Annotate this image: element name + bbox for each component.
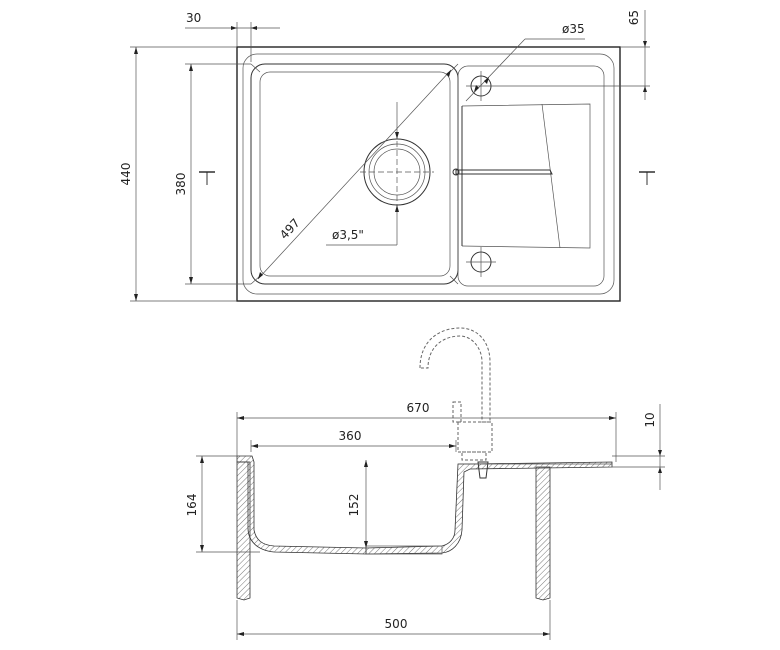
top-view: 30 ø35 65 440 380 497: [119, 10, 655, 302]
dim-overall-length: 670: [407, 401, 430, 415]
dim-overall-depth: 164: [185, 494, 199, 517]
dim-bowl-height: 380: [174, 173, 188, 196]
dim-deck-thickness: 10: [643, 412, 657, 427]
dim-top-right-offset: 65: [627, 10, 641, 25]
tap-outline: [419, 327, 493, 461]
dim-top-left-offset: 30: [186, 11, 201, 25]
dim-bowl-depth: 152: [347, 494, 361, 517]
drainboard: [452, 65, 605, 287]
dim-bowl-width: 360: [339, 429, 362, 443]
dim-drain-hole-diameter: ø35: [562, 22, 585, 36]
side-section-view: 670 360 10 164 152 500: [185, 327, 665, 640]
dim-overall-height: 440: [119, 163, 133, 186]
sink-outline: [236, 46, 621, 302]
tap-hole-top: [466, 71, 496, 101]
dim-waste-diameter: ø3,5": [332, 228, 364, 242]
section-marker-right: [639, 171, 655, 185]
dim-cabinet-width: 500: [385, 617, 408, 631]
section-marker-left: [199, 171, 215, 185]
tap-hole-bottom: [466, 247, 496, 277]
dim-bowl-diagonal: 497: [277, 216, 303, 242]
drain: [360, 132, 434, 212]
sink-inner-rim: [242, 53, 615, 295]
cabinet-wall-right: [535, 466, 551, 601]
sink-profile: [236, 455, 613, 555]
